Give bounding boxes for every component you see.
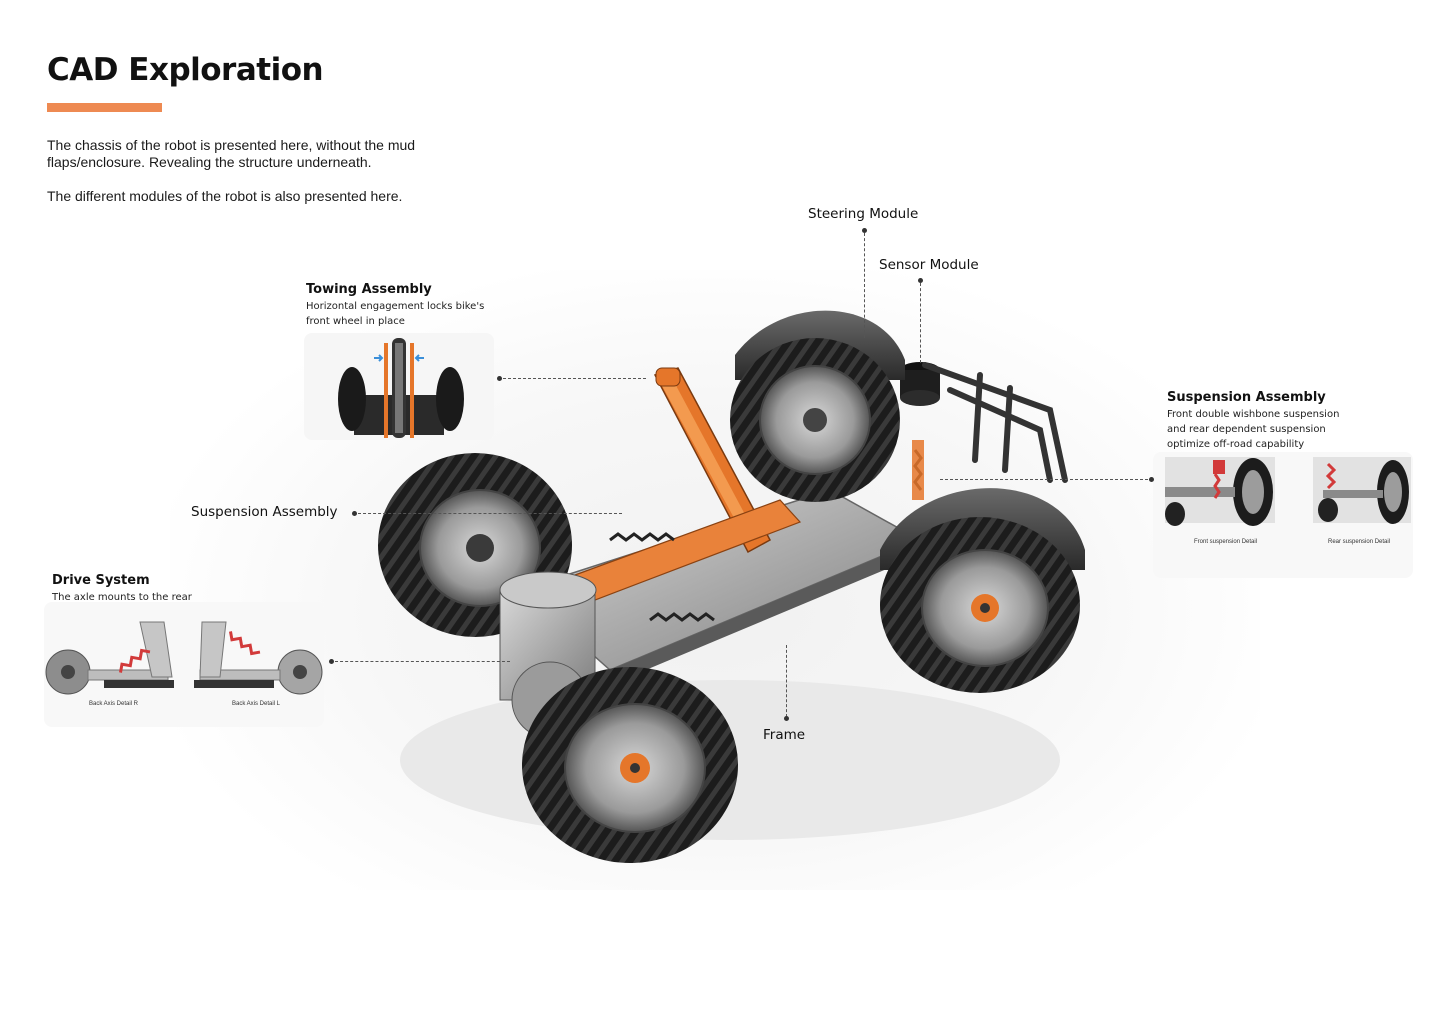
suspension-assembly-left-leader	[358, 513, 622, 514]
towing-assembly-dot	[497, 376, 502, 381]
title-accent-bar	[47, 103, 162, 112]
drive-system-leader	[335, 661, 510, 662]
sensor-module-label: Sensor Module	[879, 257, 979, 273]
frame-leader	[786, 645, 787, 717]
towing-assembly-leader	[503, 378, 646, 379]
steering-module-leader	[864, 233, 865, 338]
intro-paragraph-2: The different modules of the robot is al…	[47, 188, 403, 204]
steering-module-label: Steering Module	[808, 206, 919, 222]
suspension-assembly-right-description: Front double wishbone suspension and rea…	[1167, 409, 1340, 450]
drive-detail-panel	[44, 602, 324, 727]
back-axis-detail-r-caption: Back Axis Detail R	[89, 701, 139, 707]
page-title: CAD Exploration	[47, 52, 324, 88]
suspension-assembly-right-title: Suspension Assembly	[1167, 390, 1326, 405]
back-axis-detail-l-caption: Back Axis Detail L	[232, 701, 281, 707]
intro-text: The chassis of the robot is presented he…	[47, 137, 477, 222]
suspension-assembly-right-dot	[1149, 477, 1154, 482]
sensor-module-dot	[918, 278, 923, 283]
vehicle-chassis-render-icon	[378, 310, 1085, 863]
drive-axle-render-icon	[45, 621, 323, 695]
rear-suspension-detail-caption: Rear suspension Detail	[1328, 539, 1391, 545]
suspension-detail-panel	[1153, 452, 1413, 578]
suspension-assembly-left-label: Suspension Assembly	[191, 504, 338, 520]
sensor-module-leader	[920, 283, 921, 363]
suspension-assembly-left-dot	[352, 511, 357, 516]
frame-dot	[784, 716, 789, 721]
towing-detail-render-icon	[338, 338, 464, 438]
towing-detail-panel	[304, 333, 494, 440]
drive-system-dot	[329, 659, 334, 664]
frame-label: Frame	[763, 727, 806, 743]
front-suspension-detail-caption: Front suspension Detail	[1194, 539, 1258, 545]
drive-system-title: Drive System	[52, 573, 150, 588]
towing-assembly-description: Horizontal engagement locks bike's front…	[306, 301, 485, 327]
intro-paragraph-1: The chassis of the robot is presented he…	[47, 137, 416, 170]
suspension-detail-render-icon	[1165, 457, 1411, 526]
suspension-assembly-right-leader	[940, 479, 1148, 480]
steering-module-dot	[862, 228, 867, 233]
towing-assembly-title: Towing Assembly	[306, 282, 432, 297]
